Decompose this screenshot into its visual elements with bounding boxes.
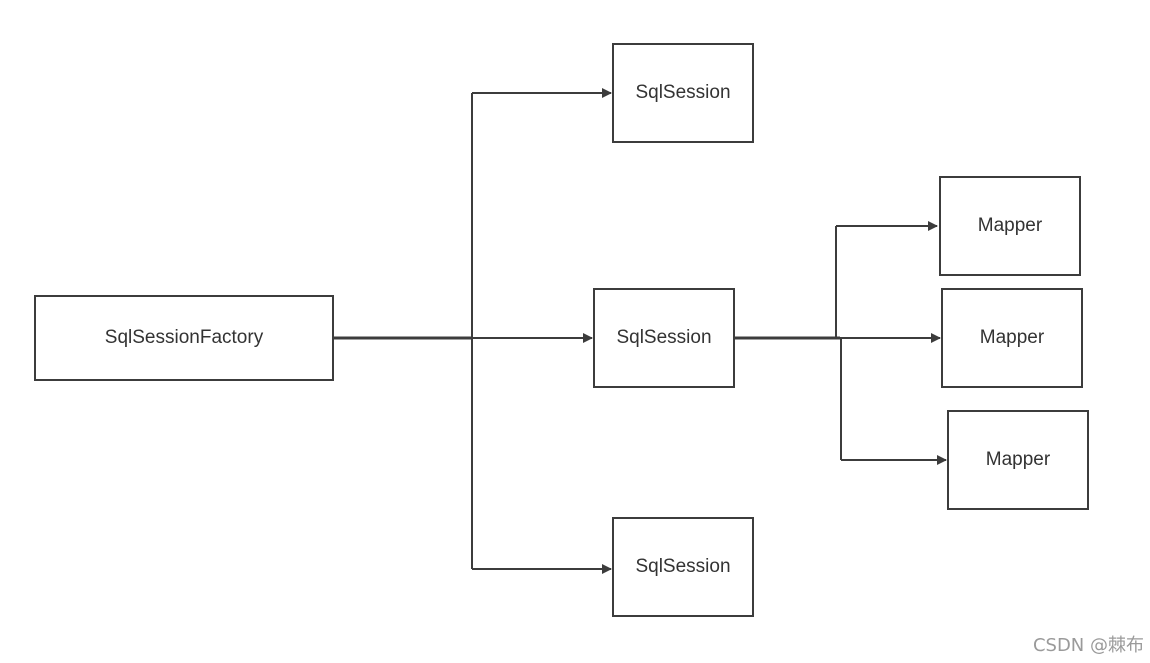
node-sqlsessionfactory: SqlSessionFactory [34, 295, 334, 381]
node-sqlsession-bottom-label: SqlSession [635, 556, 731, 577]
node-mapper-1: Mapper [939, 176, 1081, 276]
node-mapper-3: Mapper [947, 410, 1089, 510]
node-mapper-1-label: Mapper [977, 215, 1043, 236]
node-mapper-2-label: Mapper [979, 327, 1045, 348]
node-sqlsession-top: SqlSession [612, 43, 754, 143]
node-mapper-3-label: Mapper [985, 449, 1051, 470]
watermark-text: CSDN @棘布 [1032, 635, 1144, 656]
node-sqlsession-mid-label: SqlSession [616, 327, 712, 348]
node-sqlsessionfactory-label: SqlSessionFactory [104, 327, 264, 348]
node-sqlsession-bottom: SqlSession [612, 517, 754, 617]
node-sqlsession-mid: SqlSession [593, 288, 735, 388]
node-sqlsession-top-label: SqlSession [635, 82, 731, 103]
node-mapper-2: Mapper [941, 288, 1083, 388]
